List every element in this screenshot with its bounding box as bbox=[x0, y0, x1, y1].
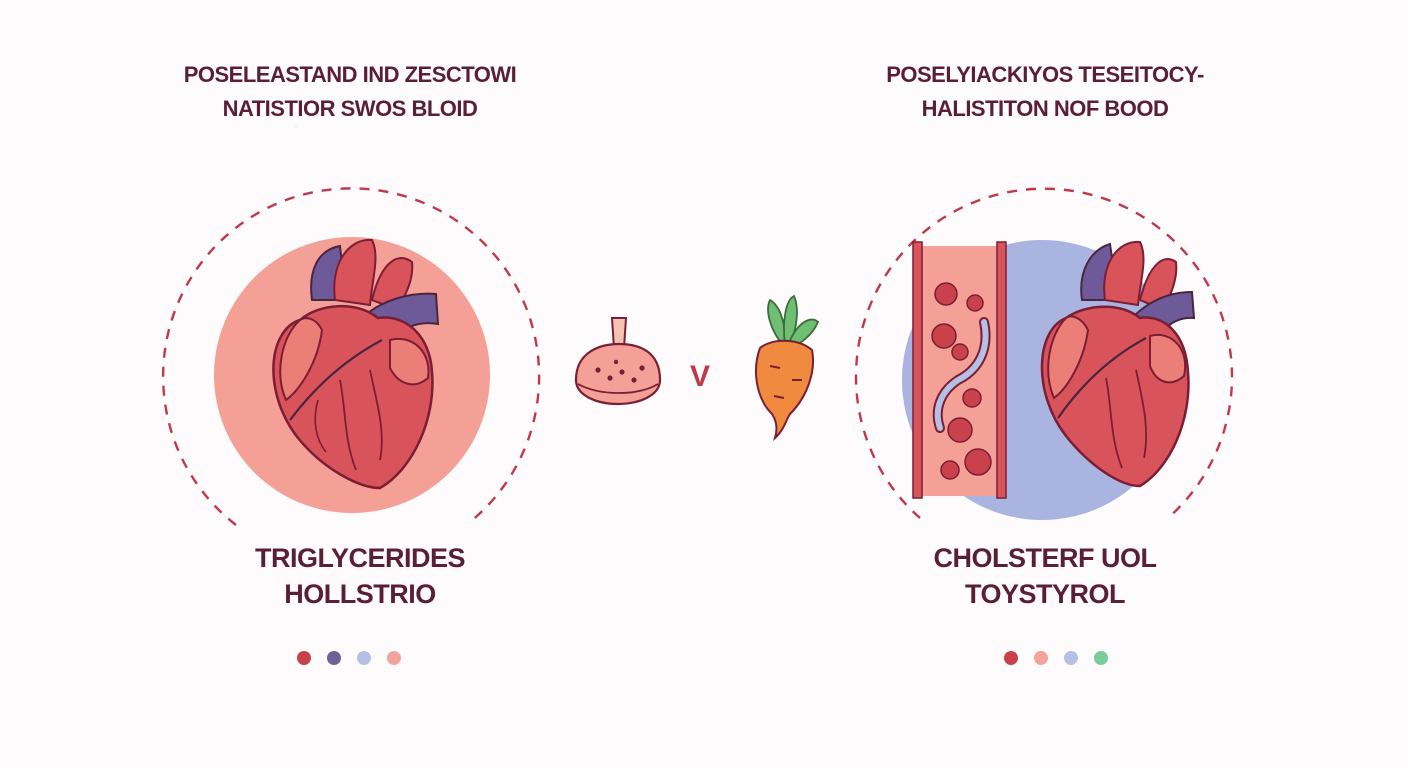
left-dashed-ring bbox=[161, 187, 541, 526]
left-dot-2[interactable] bbox=[327, 651, 341, 665]
left-label-line-2: HOLLSTRIO bbox=[284, 579, 436, 609]
left-heart-panel bbox=[161, 187, 541, 526]
left-heading: POSELEASTAND IND ZESCTOWI NATISTIOR SWOS… bbox=[90, 58, 610, 126]
left-dot-4[interactable] bbox=[387, 651, 401, 665]
right-label-line-2: TOYSTYROL bbox=[964, 579, 1126, 609]
left-dot-indicators bbox=[297, 651, 401, 665]
separator-v: V bbox=[690, 360, 710, 393]
right-dot-4[interactable] bbox=[1094, 651, 1108, 665]
carrot-icon bbox=[755, 294, 820, 442]
blood-vessel-icon bbox=[912, 241, 1007, 499]
right-heading: POSELYIACKIYOS TESEITOCY- HALISTITON NOF… bbox=[785, 58, 1305, 126]
right-heart-icon bbox=[1040, 240, 1196, 488]
fat-bowl-icon bbox=[574, 317, 662, 406]
right-heading-line-1: POSELYIACKIYOS TESEITOCY- bbox=[886, 62, 1204, 87]
right-dot-1[interactable] bbox=[1004, 651, 1018, 665]
left-dot-3[interactable] bbox=[357, 651, 371, 665]
right-label-line-1: CHOLSTERF UOL bbox=[933, 543, 1158, 573]
right-dot-indicators bbox=[1004, 651, 1108, 665]
right-dot-2[interactable] bbox=[1034, 651, 1048, 665]
right-label: CHOLSTERF UOL TOYSTYROL bbox=[835, 540, 1255, 612]
left-heading-line-2: NATISTIOR SWOS BLOID bbox=[222, 96, 478, 121]
right-heading-line-2: HALISTITON NOF BOOD bbox=[921, 96, 1169, 121]
left-dot-1[interactable] bbox=[297, 651, 311, 665]
left-heart-icon bbox=[272, 238, 440, 490]
left-label-line-1: TRIGLYCERIDES bbox=[254, 543, 466, 573]
right-heart-panel bbox=[854, 187, 1234, 520]
left-label: TRIGLYCERIDES HOLLSTRIO bbox=[150, 540, 570, 612]
right-dot-3[interactable] bbox=[1064, 651, 1078, 665]
right-dashed-ring bbox=[854, 187, 1234, 519]
left-heading-line-1: POSELEASTAND IND ZESCTOWI bbox=[183, 62, 517, 87]
